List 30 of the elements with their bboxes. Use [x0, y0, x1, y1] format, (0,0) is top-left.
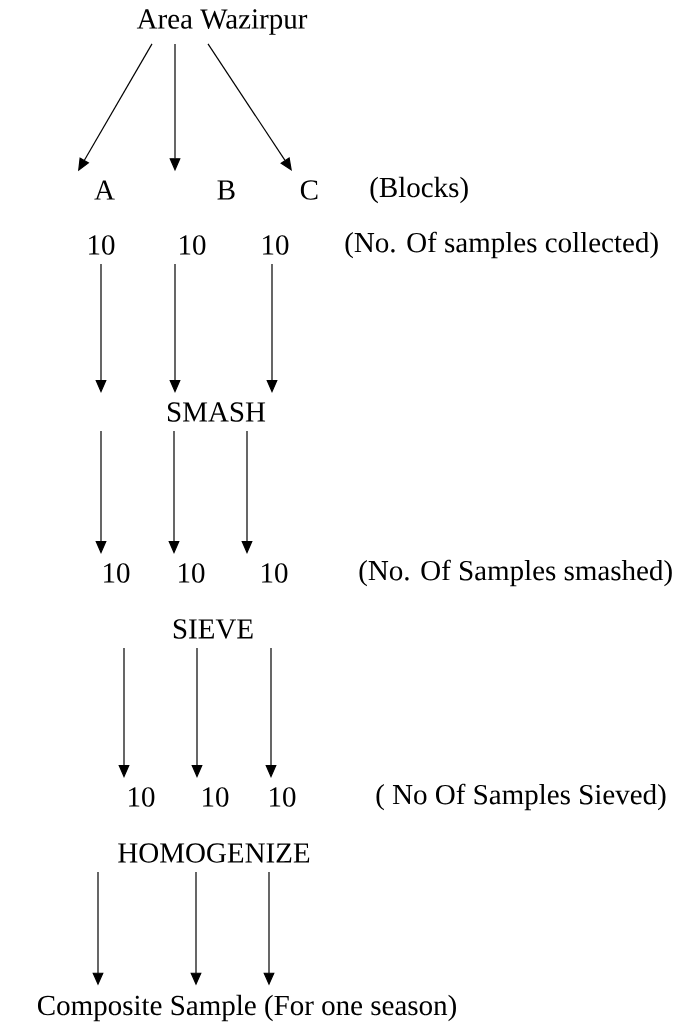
step-text: Area Wazirpur [136, 9, 308, 35]
step-text: Composite Sample (For one season) [37, 994, 456, 1022]
step-text: C [300, 180, 318, 200]
step-text: 10 [89, 235, 115, 255]
arrow [95, 430, 107, 554]
arrow [118, 647, 130, 778]
step-text: HOMOGENIZE [118, 843, 310, 863]
step-text: 10 [129, 787, 155, 807]
step-text: 10 [262, 563, 288, 583]
arrow [168, 430, 180, 554]
step-text: SMASH [168, 402, 266, 422]
arrow [191, 647, 203, 778]
row-note: (No. Of samples collected) [345, 231, 658, 259]
row-note: (Blocks) [370, 176, 468, 204]
step-text: A [94, 180, 115, 200]
arrow [266, 263, 278, 393]
step-text: 10 [263, 235, 289, 255]
row-note: (No. Of Samples smashed) [359, 559, 672, 587]
step-text: 10 [104, 563, 130, 583]
step-text: SIEVE [173, 619, 253, 639]
step-text: 10 [203, 787, 229, 807]
arrow [169, 263, 181, 393]
row-note: ( No Of Samples Sieved) [376, 783, 666, 811]
step-text: 10 [270, 787, 296, 807]
step-text: 10 [179, 563, 205, 583]
step-text: B [217, 180, 235, 200]
arrow [95, 263, 107, 393]
arrow [265, 647, 277, 778]
arrow [241, 430, 253, 554]
step-text: 10 [180, 235, 206, 255]
